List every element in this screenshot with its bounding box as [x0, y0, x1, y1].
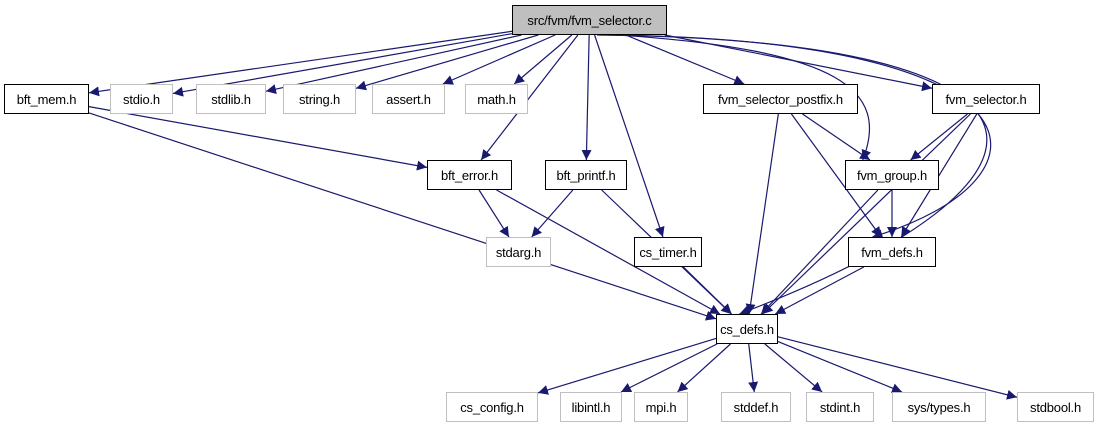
edge-root-to-stdlib: [265, 34, 522, 95]
node-sys-types: sys/types.h: [892, 392, 986, 422]
node-stdbool: stdbool.h: [1017, 392, 1094, 422]
edge-cs-defs-to-stdint: [764, 343, 823, 393]
edge-cs-defs-to-mpi: [677, 343, 731, 393]
edge-fvm-selector-to-fvm-group: [910, 113, 968, 161]
edge-root-to-bft-mem: [88, 30, 513, 97]
edge-fvm-defs-to-cs-defs: [774, 266, 865, 315]
edge-cs-defs-to-libintl: [620, 343, 718, 393]
edge-fvm-selector-postfix-to-fvm-defs: [790, 113, 882, 238]
node-stdio: stdio.h: [110, 84, 173, 114]
edge-fvm-selector-to-fvm-defs: [900, 113, 978, 238]
edge-root-to-bft-printf: [581, 34, 592, 161]
edge-cs-timer-to-cs-defs: [682, 266, 733, 315]
edge-root-to-stdio: [172, 33, 513, 97]
edge-cs-defs-to-stdbool: [777, 336, 1018, 400]
node-cs-config: cs_config.h: [446, 392, 538, 422]
node-mpi: mpi.h: [634, 392, 688, 422]
node-stdint: stdint.h: [806, 392, 874, 422]
edge-fvm-group-to-cs-defs: [760, 189, 879, 315]
edge-bft-error-to-stdarg: [478, 189, 510, 238]
edge-fvm-selector-postfix-to-cs-defs: [745, 113, 779, 315]
edge-fvm-selector-postfix-to-fvm-group: [802, 113, 871, 161]
node-fvm-defs[interactable]: fvm_defs.h: [848, 237, 936, 267]
edge-bft-mem-to-cs-defs: [88, 112, 717, 321]
node-bft-mem[interactable]: bft_mem.h: [4, 84, 89, 114]
node-cs-timer[interactable]: cs_timer.h: [634, 237, 702, 267]
edge-cs-defs-to-stddef: [748, 343, 759, 393]
node-fvm-selector[interactable]: fvm_selector.h: [932, 84, 1040, 114]
edge-bft-printf-to-stdarg: [531, 189, 574, 238]
edge-root-to-fvm-group: [618, 34, 872, 161]
node-cs-defs[interactable]: cs_defs.h: [716, 314, 778, 344]
node-fvm-group[interactable]: fvm_group.h: [845, 160, 939, 190]
edge-cs-defs-to-sys-types: [777, 341, 903, 393]
node-bft-printf[interactable]: bft_printf.h: [545, 160, 627, 190]
edge-bft-mem-to-bft-error: [88, 106, 428, 171]
node-libintl: libintl.h: [560, 392, 622, 422]
edge-fvm-selector-to-cs-defs: [762, 113, 971, 315]
edge-bft-error-to-cs-defs: [496, 189, 721, 315]
node-bft-error[interactable]: bft_error.h: [427, 160, 512, 190]
node-assert: assert.h: [372, 84, 445, 114]
edge-root-to-math: [513, 34, 573, 85]
node-string: string.h: [283, 84, 356, 114]
edge-root-to-string: [355, 34, 539, 91]
edge-root-to-fvm-selector-postfix: [625, 34, 745, 85]
edge-root-to-bft-error: [480, 34, 579, 161]
node-stddef: stddef.h: [721, 392, 791, 422]
node-root[interactable]: src/fvm/fvm_selector.c: [512, 5, 667, 35]
node-stdlib: stdlib.h: [196, 84, 266, 114]
node-fvm-selector-postfix[interactable]: fvm_selector_postfix.h: [703, 84, 858, 114]
node-stdarg: stdarg.h: [486, 237, 551, 267]
node-math: math.h: [465, 84, 528, 114]
edge-root-to-cs-timer: [594, 34, 665, 238]
edge-root-to-assert: [442, 34, 556, 85]
edge-root-to-fvm-defs: [609, 34, 992, 239]
edge-cs-defs-to-cs-config: [537, 337, 717, 395]
